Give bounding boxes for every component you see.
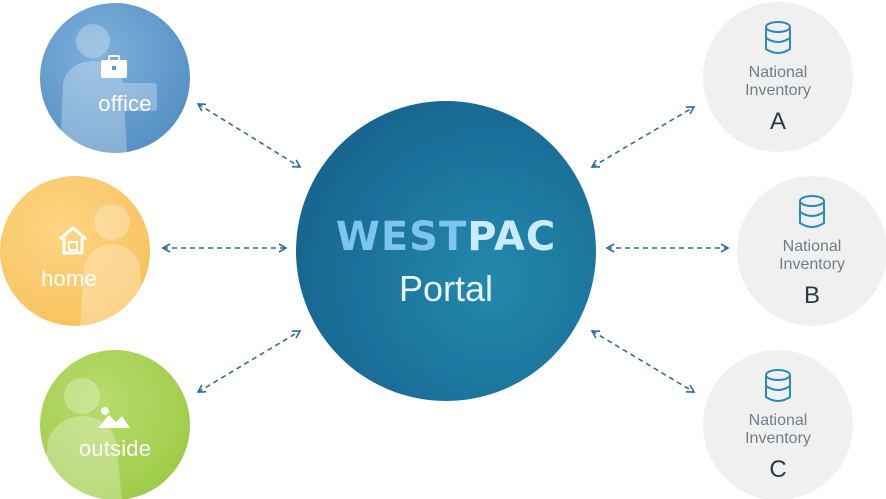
westpac-portal-circle: WESTPAC Portal — [296, 101, 596, 401]
brand-part-pac: PAC — [467, 214, 557, 260]
office-person-illustration — [60, 24, 157, 153]
portal-subtitle: Portal — [398, 268, 494, 309]
database-icon — [765, 21, 791, 54]
inventory-c-letter: C — [769, 456, 787, 483]
database-icon — [799, 195, 825, 228]
inventory-b-letter: B — [803, 282, 820, 309]
national-inventory-a-circle: National Inventory A — [703, 2, 853, 152]
outside-label: outside — [78, 436, 152, 461]
home-label: home — [41, 266, 97, 291]
arrow-outside-portal — [196, 330, 302, 393]
national-inventory-b-circle: National Inventory B — [737, 176, 886, 326]
inventory-c-line1: National — [748, 412, 808, 429]
briefcase-icon — [101, 55, 127, 78]
office-access-circle: office — [40, 3, 190, 153]
home-access-circle: home — [0, 176, 150, 326]
database-icon — [765, 369, 791, 402]
arrow-portal-inventory-c — [590, 330, 696, 393]
landscape-icon — [98, 407, 130, 428]
outside-access-circle: outside — [40, 350, 190, 499]
inventory-c-line2: Inventory — [745, 430, 811, 447]
house-icon — [59, 226, 87, 255]
outside-person-illustration — [42, 378, 122, 499]
inventory-b-line1: National — [782, 238, 842, 255]
office-label: office — [98, 91, 152, 116]
inventory-a-line2: Inventory — [745, 82, 811, 99]
inventory-a-letter: A — [769, 108, 786, 135]
arrow-office-portal — [196, 103, 302, 168]
portal-brand: WESTPAC — [296, 214, 596, 260]
national-inventory-c-circle: National Inventory C — [703, 350, 853, 499]
inventory-a-line1: National — [748, 64, 808, 81]
brand-part-west: WEST — [335, 214, 468, 260]
arrow-portal-inventory-a — [590, 106, 696, 168]
inventory-b-line2: Inventory — [779, 256, 845, 273]
home-person-illustration — [80, 204, 144, 326]
